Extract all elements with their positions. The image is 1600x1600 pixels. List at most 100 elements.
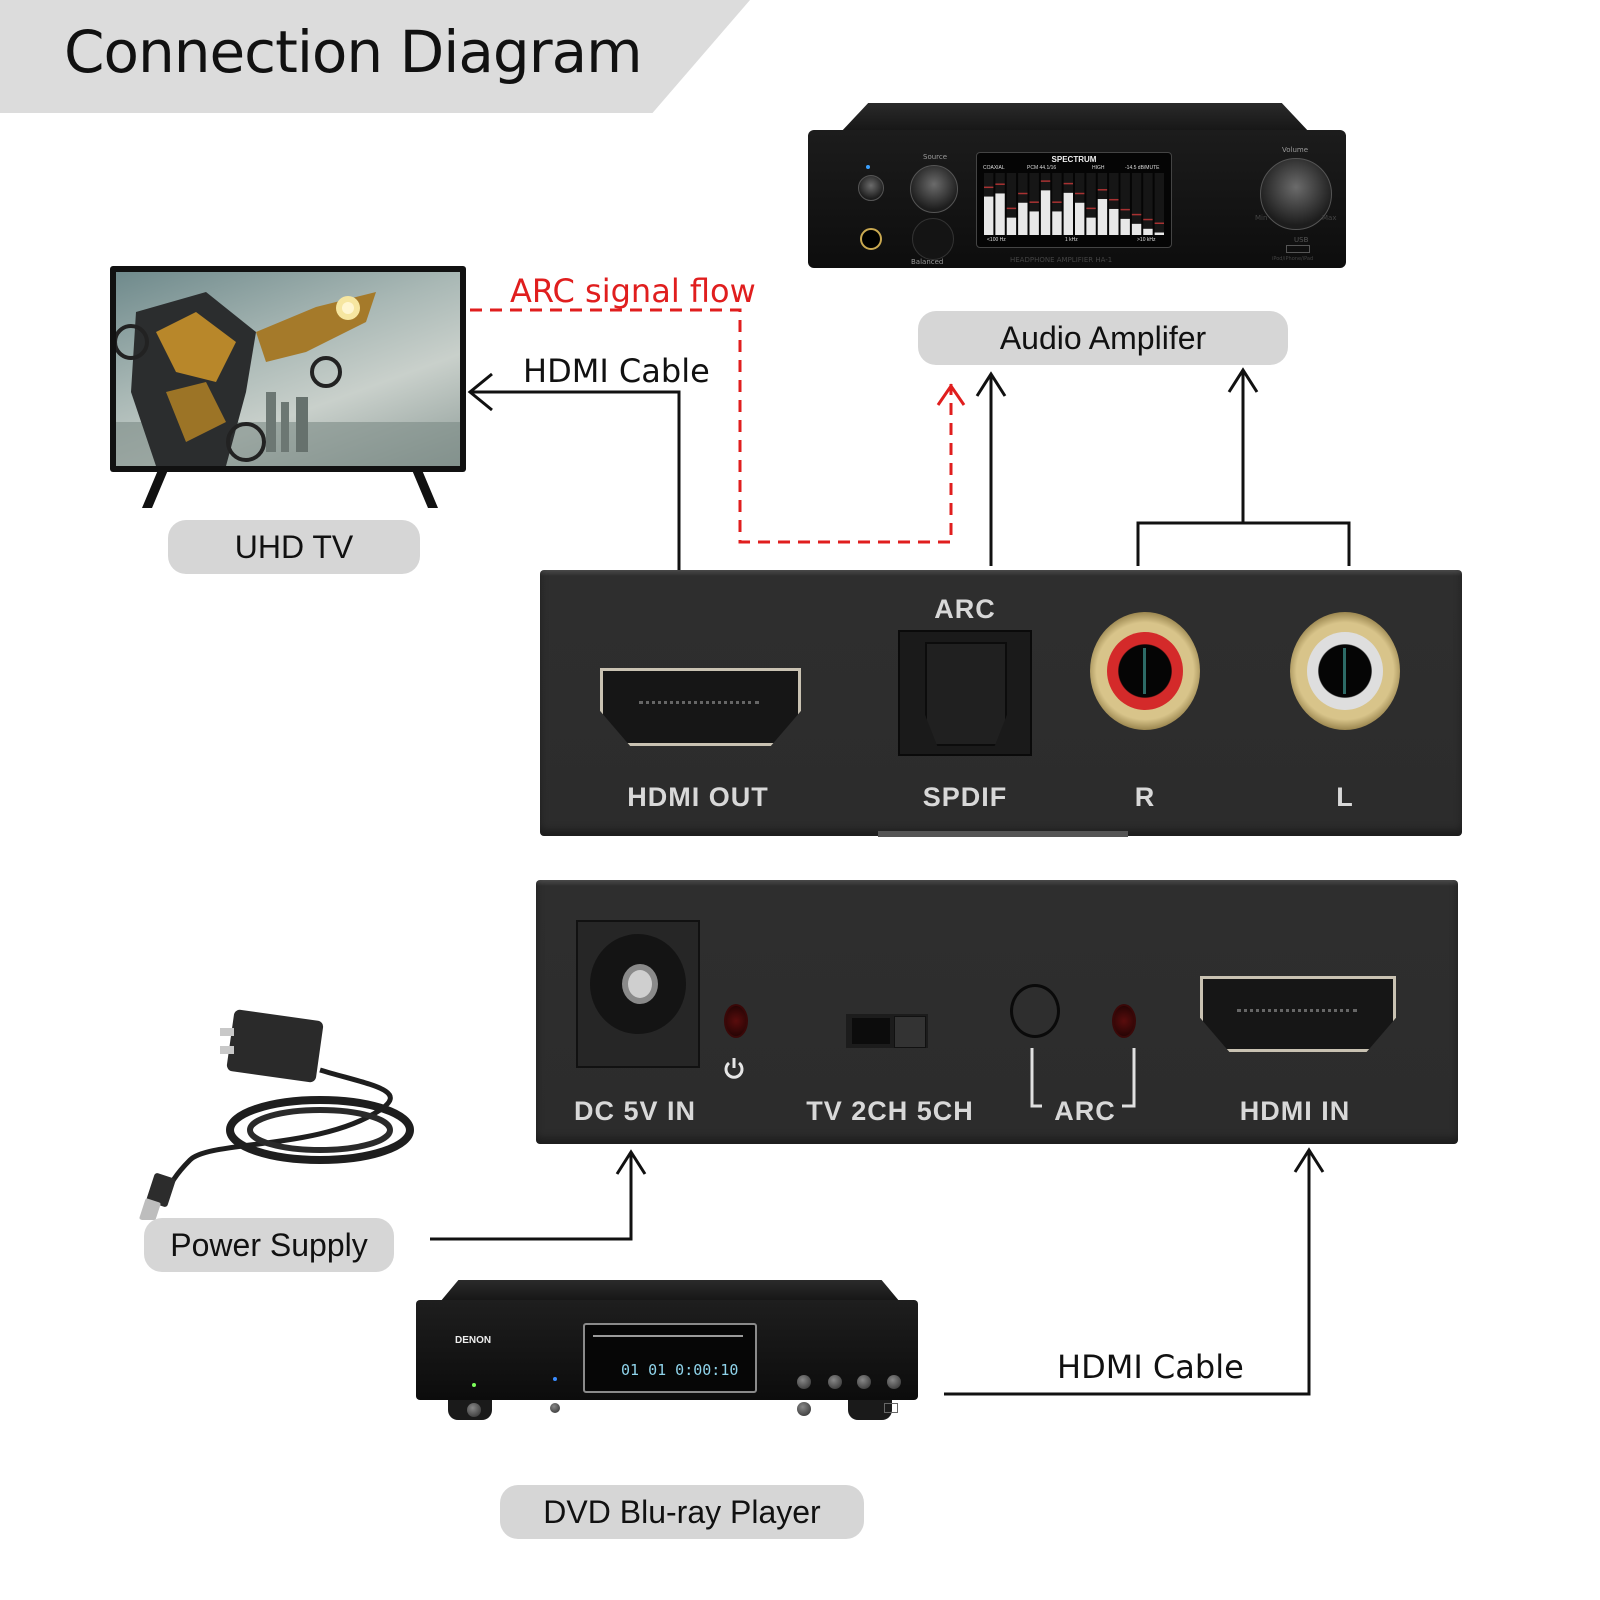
bluray-prev-button <box>857 1375 871 1389</box>
bluray-brand-logo: DENON <box>455 1335 492 1346</box>
bluray-display: 01 01 0:00:10 <box>583 1323 757 1393</box>
player-hdmi-cable-line <box>944 1150 1311 1396</box>
hdmi-out-label: HDMI OUT <box>627 782 769 812</box>
spdif-arrowhead <box>975 371 1007 397</box>
bluray-label-text: DVD Blu-ray Player <box>543 1493 821 1530</box>
spectrum-bar <box>1086 217 1096 235</box>
bluray-stop-button <box>828 1375 842 1389</box>
tv-screen-image <box>116 292 460 466</box>
arc-flow-line <box>470 308 953 544</box>
spectrum-peak-marker <box>1154 222 1164 225</box>
bluray-power-led <box>472 1383 476 1387</box>
bluray-play-button <box>797 1375 811 1389</box>
rca-left-label: L <box>1336 782 1354 812</box>
player-cable-label: HDMI Cable <box>1057 1348 1244 1386</box>
bluray-status-led <box>553 1377 557 1381</box>
spectrum-bar <box>1143 228 1153 235</box>
bluray-display-time: 01 01 0:00:10 <box>621 1361 739 1379</box>
power-arrowhead <box>615 1149 647 1175</box>
page-title: Connection Diagram <box>64 18 643 86</box>
bluray-top <box>440 1280 900 1302</box>
amplifier-label: Audio Amplifer <box>918 311 1288 365</box>
spectrum-bar-track <box>1109 173 1119 235</box>
spectrum-bar <box>1131 223 1142 235</box>
bluray-label: DVD Blu-ray Player <box>500 1485 864 1539</box>
spdif-label: SPDIF <box>922 782 1008 812</box>
spectrum-bar <box>1006 217 1017 235</box>
spectrum-bar <box>1154 232 1164 235</box>
spectrum-bar-track <box>1143 173 1153 235</box>
spectrum-bar <box>1029 211 1039 235</box>
converter-output-panel-edge <box>878 831 1128 837</box>
rca-right-label: R <box>1134 782 1156 812</box>
hdmi-out-port[interactable] <box>600 668 801 746</box>
hdmi-in-label: HDMI IN <box>1239 1096 1351 1126</box>
rca-left-port[interactable] <box>1290 612 1400 730</box>
amp-model-label: HEADPHONE AMPLIFIER HA-1 <box>1010 256 1113 264</box>
amp-usb-label: USB <box>1294 236 1309 244</box>
spectrum-peak-marker <box>1086 207 1096 210</box>
spectrum-title: SPECTRUM <box>1051 155 1097 164</box>
amplifier-top <box>840 103 1310 133</box>
spectrum-peak-marker <box>1018 192 1028 195</box>
arc-button[interactable] <box>1010 984 1060 1038</box>
rca-right-port[interactable] <box>1090 612 1200 730</box>
spectrum-peak-marker <box>1143 218 1153 221</box>
mode-switch-label: TV 2CH 5CH <box>806 1096 974 1126</box>
spectrum-bar-track <box>1029 173 1039 235</box>
spdif-arc-header: ARC <box>934 594 996 624</box>
tv-label-text: UHD TV <box>234 528 354 565</box>
spectrum-bar-track <box>1154 173 1164 235</box>
arc-flow-arrowhead <box>936 383 966 406</box>
spectrum-peak-marker <box>1131 213 1142 216</box>
spectrum-bar <box>995 193 1005 235</box>
spectrum-peak-marker <box>1063 182 1073 185</box>
amp-balanced-label: Balanced <box>911 258 944 266</box>
amp-usb-port-icon <box>1286 245 1310 253</box>
amp-volume-label: Volume <box>1282 146 1309 154</box>
spectrum-peak-marker <box>1029 201 1039 203</box>
spectrum-bar-track <box>1131 173 1142 235</box>
arc-flow-label: ARC signal flow <box>510 272 756 310</box>
spectrum-bar-track <box>1086 173 1096 235</box>
spectrum-bar <box>1109 208 1119 235</box>
power-adapter-image <box>139 1009 414 1220</box>
power-led <box>724 1004 748 1038</box>
mode-switch[interactable] <box>846 1014 928 1048</box>
amp-source-label: Source <box>923 153 948 161</box>
xlr-balanced-jack-icon <box>912 218 954 260</box>
power-cable-line <box>430 1152 633 1241</box>
spectrum-bar <box>1120 218 1130 235</box>
arc-led <box>1112 1004 1136 1038</box>
spectrum-bar <box>1040 190 1051 235</box>
bluray-usb-port-icon <box>884 1403 898 1413</box>
spectrum-bar-track <box>1006 173 1017 235</box>
spectrum-bar <box>1063 192 1073 235</box>
spectrum-gain: HIGH <box>1092 165 1105 171</box>
tv-label: UHD TV <box>168 520 420 574</box>
arc-bracket <box>1030 1048 1136 1108</box>
bluray-pure-direct-button <box>550 1403 560 1413</box>
amp-min-label: Min <box>1255 214 1268 222</box>
hdmi-in-port[interactable] <box>1200 976 1396 1052</box>
dc-in-label: DC 5V IN <box>573 1096 697 1126</box>
spectrum-bar-track <box>1120 173 1130 235</box>
spdif-optical-port[interactable] <box>898 630 1032 756</box>
spectrum-peak-marker <box>984 186 994 189</box>
dc-in-port[interactable] <box>576 920 700 1068</box>
spectrum-peak-marker <box>1120 208 1130 211</box>
amp-volume-knob <box>1260 158 1332 230</box>
spectrum-freq-mid: 1 kHz <box>1065 237 1078 243</box>
amp-power-led <box>866 165 870 169</box>
spectrum-format: PCM 44.1/16 <box>1027 165 1057 171</box>
spectrum-bars <box>984 173 1164 235</box>
spectrum-bar-track <box>1052 173 1062 235</box>
spectrum-bar <box>1075 202 1085 235</box>
bluray-foot-right <box>848 1400 892 1420</box>
amp-source-knob <box>910 165 958 213</box>
amp-spectrum-screen: SPECTRUM COAXIAL PCM 44.1/16 HIGH -14.5 … <box>976 152 1172 248</box>
spectrum-peak-marker <box>1006 207 1017 210</box>
amp-max-label: Max <box>1322 214 1337 222</box>
power-supply-label-text: Power Supply <box>170 1226 368 1263</box>
